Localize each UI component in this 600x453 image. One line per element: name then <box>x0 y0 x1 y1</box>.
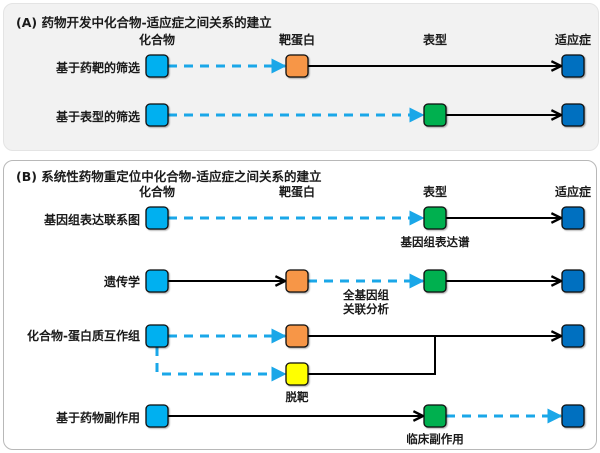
b3-compound-to-offtarget <box>155 347 287 382</box>
b2-indication-node <box>561 269 585 293</box>
a2-compound-node <box>145 103 169 127</box>
annotation-off-target: 脱靶 <box>285 390 309 404</box>
panel-b-col-compound: 化合物 <box>138 185 176 199</box>
annotation-gwas-line1: 全基因组 <box>343 288 389 302</box>
a1-target-node <box>285 54 309 78</box>
panel-b-row-compound-protein-interactome: 化合物-蛋白质互作组 <box>27 329 140 343</box>
panel-a-title: (A) 药物开发中化合物-适应症之间关系的建立 <box>16 15 272 30</box>
b3-offtarget-node <box>285 362 309 386</box>
panel-b-col-target: 靶蛋白 <box>278 185 316 199</box>
panel-b-title: (B) 系统性药物重定位中化合物-适应症之间关系的建立 <box>16 169 322 184</box>
b2-phenotype-node <box>423 269 447 293</box>
panel-a-col-indication: 适应症 <box>554 33 592 47</box>
a1-compound-node <box>145 54 169 78</box>
annotation-gwas-line2: 关联分析 <box>343 302 389 316</box>
panel-b-col-indication: 适应症 <box>554 185 592 199</box>
annotation-gene-expression-profile: 基因组表达谱 <box>400 235 470 249</box>
b2-target-node <box>285 269 309 293</box>
b3-offtarget-merge <box>308 336 436 375</box>
a2-indication-node <box>561 103 585 127</box>
b1-compound-node <box>145 206 169 230</box>
b3-compound-node <box>145 324 169 348</box>
b1-phenotype-node <box>423 206 447 230</box>
b4-indication-node <box>561 404 585 428</box>
panel-a-col-target: 靶蛋白 <box>278 33 316 47</box>
panel-a-col-phenotype: 表型 <box>422 33 448 47</box>
b1-indication-node <box>561 206 585 230</box>
panel-a-col-compound: 化合物 <box>138 33 176 47</box>
panel-b-row-genetics: 遗传学 <box>103 275 140 289</box>
annotation-clinical-side-effect: 临床副作用 <box>406 432 464 446</box>
b3-indication-node <box>561 324 585 348</box>
a1-indication-node <box>561 54 585 78</box>
a2-phenotype-node <box>423 103 447 127</box>
panel-b-systematic-repositioning <box>3 160 597 450</box>
b4-compound-node <box>145 404 169 428</box>
b2-compound-node <box>145 269 169 293</box>
b4-phenotype-node <box>423 404 447 428</box>
b3-target-node <box>285 324 309 348</box>
panel-a-row-phenotype-based: 基于表型的筛选 <box>55 110 140 124</box>
panel-b-col-phenotype: 表型 <box>422 185 448 199</box>
panel-a-row-target-based: 基于药靶的筛选 <box>55 61 140 75</box>
panel-b-row-side-effect: 基于药物副作用 <box>55 411 140 425</box>
panel-b-row-expression-connectivity: 基因组表达联系图 <box>43 213 140 227</box>
